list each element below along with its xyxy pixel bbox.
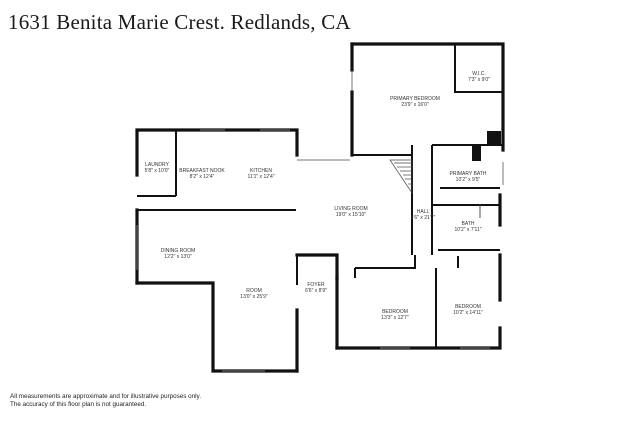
room-dims-wic: 7'3" x 9'0" [468, 77, 490, 83]
disclaimer-line-2: The accuracy of this floor plan is not g… [10, 401, 147, 408]
room-dims-bedroom-1: 13'3" x 12'7" [381, 315, 409, 321]
exterior-walls [135, 42, 505, 373]
disclaimer: All measurements are approximate and for… [10, 393, 201, 409]
plan-title: 1631 Benita Marie Crest. Redlands, CA [8, 10, 351, 34]
fireplace-block [487, 131, 501, 146]
room-name-primary-bedroom: PRIMARY BEDROOM [390, 96, 440, 102]
room-dims-living-room: 19'0" x 15'10" [335, 212, 367, 218]
room-dims-bath: 10'2" x 7'11" [454, 227, 482, 233]
room-dims-breakfast: 8'2" x 12'4" [189, 174, 215, 180]
room-dims-bedroom-2: 10'2" x 14'11" [453, 310, 483, 316]
room-name-hall: HALL [416, 209, 430, 215]
stairs [389, 159, 413, 195]
interior-walls [137, 44, 503, 348]
room-dims-room: 13'0" x 25'9" [240, 294, 268, 300]
room-dims-primary-bath: 10'2" x 9'5" [455, 177, 481, 183]
room-name-primary-bath: PRIMARY BATH [449, 171, 487, 177]
room-dims-primary-bedroom: 23'9" x 16'0" [401, 102, 429, 108]
room-name-wic: W.I.C. [472, 71, 486, 77]
room-name-breakfast: BREAKFAST NOOK [179, 168, 225, 174]
disclaimer-line-1: All measurements are approximate and for… [10, 393, 201, 400]
vent-block [472, 145, 481, 161]
room-name-bedroom-1: BEDROOM [382, 309, 408, 315]
room-dims-dining-room: 12'2" x 13'0" [164, 254, 192, 260]
room-name-living-room: LIVING ROOM [334, 206, 368, 212]
room-name-bath: BATH [461, 221, 475, 227]
room-name-dining-room: DINING ROOM [160, 248, 196, 254]
room-name-bedroom-2: BEDROOM [455, 304, 481, 310]
room-name-laundry: LAUNDRY [145, 162, 169, 168]
room-name-kitchen: KITCHEN [250, 168, 272, 174]
windows [136, 72, 504, 372]
room-name-room: ROOM [246, 288, 262, 294]
room-dims-foyer: 6'6" x 8'9" [305, 288, 327, 294]
room-dims-kitchen: 11'1" x 12'4" [247, 174, 275, 180]
room-dims-hall: 3'6" x 21'2" [410, 215, 436, 221]
room-name-foyer: FOYER [307, 282, 325, 288]
room-dims-laundry: 5'8" x 10'0" [144, 168, 170, 174]
